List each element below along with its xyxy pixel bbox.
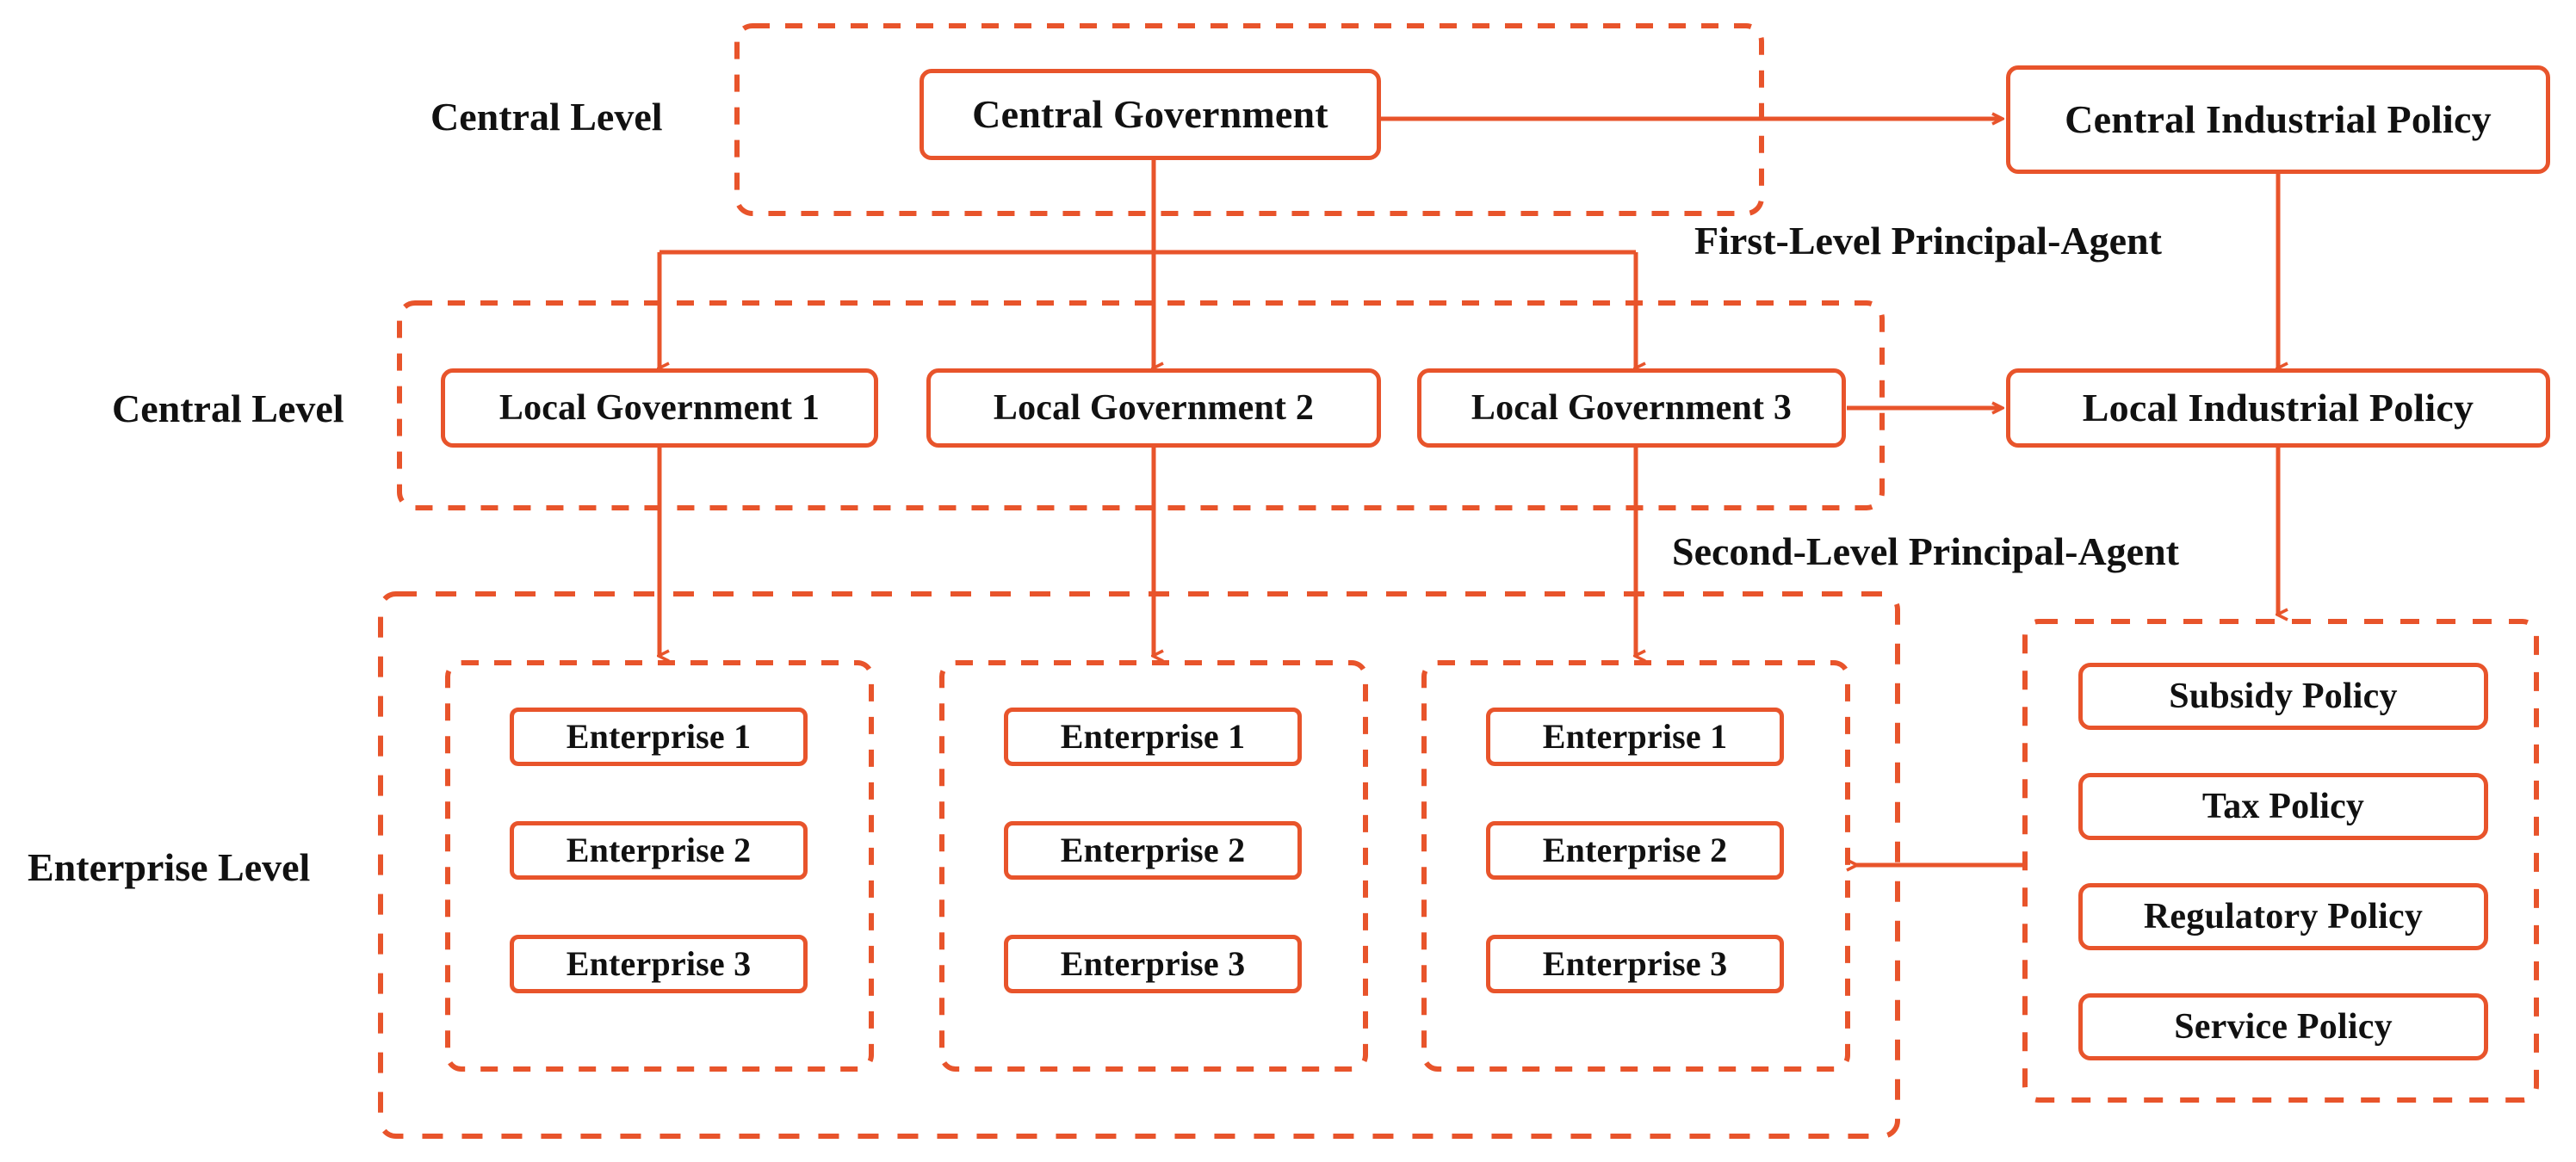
dashed-region-policy-instruments (2022, 619, 2539, 1103)
node-policy-service[interactable]: Service Policy (2078, 993, 2488, 1060)
dashed-region-enterprise-group-1 (445, 660, 874, 1072)
node-group2-enterprise-3[interactable]: Enterprise 3 (1004, 935, 1302, 993)
level-label-central-local: Central Level (112, 386, 344, 430)
node-local-government-1[interactable]: Local Government 1 (441, 368, 878, 448)
edge-label-first-level-principal-agent: First-Level Principal-Agent (1694, 219, 2162, 263)
node-central-industrial-policy[interactable]: Central Industrial Policy (2006, 65, 2550, 174)
node-central-government[interactable]: Central Government (920, 69, 1381, 160)
node-local-government-3[interactable]: Local Government 3 (1417, 368, 1846, 448)
node-group1-enterprise-1[interactable]: Enterprise 1 (510, 708, 808, 766)
node-group2-enterprise-1[interactable]: Enterprise 1 (1004, 708, 1302, 766)
dashed-region-local-governments (397, 300, 1885, 510)
node-group1-enterprise-2[interactable]: Enterprise 2 (510, 821, 808, 880)
node-group2-enterprise-2[interactable]: Enterprise 2 (1004, 821, 1302, 880)
node-group3-enterprise-1[interactable]: Enterprise 1 (1486, 708, 1784, 766)
node-policy-subsidy[interactable]: Subsidy Policy (2078, 663, 2488, 730)
node-policy-tax[interactable]: Tax Policy (2078, 773, 2488, 840)
node-local-industrial-policy[interactable]: Local Industrial Policy (2006, 368, 2550, 448)
dashed-region-enterprise-outer (378, 591, 1900, 1139)
node-local-government-2[interactable]: Local Government 2 (926, 368, 1381, 448)
dashed-region-enterprise-group-2 (939, 660, 1368, 1072)
node-group3-enterprise-3[interactable]: Enterprise 3 (1486, 935, 1784, 993)
level-label-central-top: Central Level (430, 95, 663, 139)
node-policy-regulatory[interactable]: Regulatory Policy (2078, 883, 2488, 950)
level-label-enterprise: Enterprise Level (28, 845, 311, 889)
edge-label-second-level-principal-agent: Second-Level Principal-Agent (1672, 529, 2179, 573)
node-group1-enterprise-3[interactable]: Enterprise 3 (510, 935, 808, 993)
node-group3-enterprise-2[interactable]: Enterprise 2 (1486, 821, 1784, 880)
dashed-region-enterprise-group-3 (1421, 660, 1850, 1072)
